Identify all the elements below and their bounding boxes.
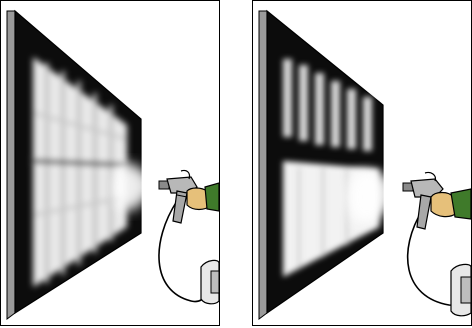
paint-coverage-even (31, 57, 129, 287)
sleeve-icon (205, 183, 219, 211)
paint-pot-icon (451, 264, 471, 315)
spray-mist (347, 171, 405, 225)
panel-left (0, 0, 220, 326)
panel-edge (259, 11, 267, 319)
panel-right (252, 0, 472, 326)
spray-scene-right (253, 1, 471, 325)
paint-pot-icon (201, 260, 219, 303)
spray-scene-left (1, 1, 219, 325)
spray-mist (113, 163, 161, 211)
sleeve-icon (451, 189, 471, 219)
panel-edge (7, 11, 15, 319)
